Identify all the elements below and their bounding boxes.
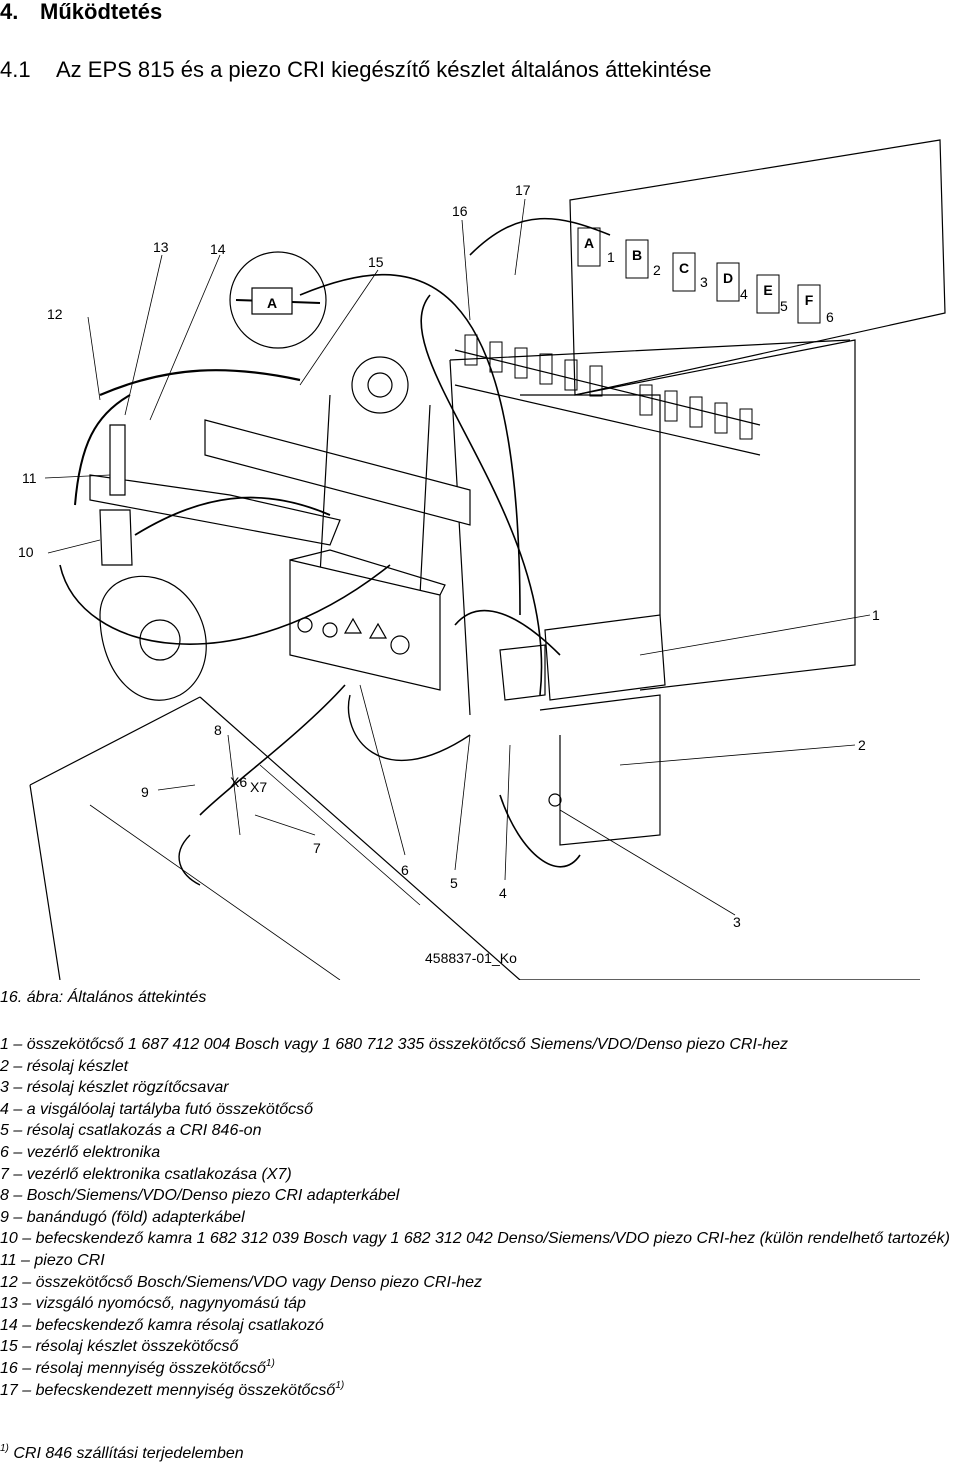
footnote: 1) CRI 846 szállítási terjedelemben — [0, 1443, 244, 1463]
legend-item: 13 – vizsgáló nyomócső, nagynyomású táp — [0, 1295, 306, 1313]
slot-number-4: 4 — [740, 286, 748, 302]
callout-10: 10 — [18, 544, 34, 560]
section-heading: 4. Működtetés — [0, 0, 162, 24]
callout-1: 1 — [872, 607, 880, 623]
slot-labels: A B C D E F 1 2 3 4 5 6 — [584, 235, 834, 325]
legend-item: 14 – befecskendező kamra résolaj csatlak… — [0, 1316, 324, 1334]
callout-17: 17 — [515, 182, 531, 198]
slot-number-2: 2 — [653, 262, 661, 278]
callout-11: 11 — [22, 470, 37, 486]
legend-item: 10 – befecskendező kamra 1 682 312 039 B… — [0, 1230, 950, 1248]
connector-x6-label: X6 — [230, 774, 247, 790]
connector-x7-label: X7 — [250, 779, 267, 795]
callout-16: 16 — [452, 203, 468, 219]
slot-number-6: 6 — [826, 309, 834, 325]
slot-label-c: C — [679, 260, 689, 276]
callout-4: 4 — [499, 885, 507, 901]
callout-14: 14 — [210, 241, 226, 257]
figure-caption: 16. ábra: Általános áttekintés — [0, 989, 207, 1006]
legend-item: 6 – vezérlő elektronika — [0, 1143, 161, 1161]
callout-15: 15 — [368, 254, 384, 270]
legend-item: 4 – a visgálóolaj tartályba futó összekö… — [0, 1100, 314, 1118]
callout-8: 8 — [214, 722, 222, 738]
callout-13: 13 — [153, 239, 169, 255]
legend-item: 9 – banándugó (föld) adapterkábel — [0, 1208, 245, 1226]
legend-item: 7 – vezérlő elektronika csatlakozása (X7… — [0, 1165, 292, 1183]
section-number: 4. — [0, 0, 19, 24]
subsection-heading: 4.1 Az EPS 815 és a piezo CRI kiegészítő … — [0, 58, 711, 82]
legend-item: 16 – résolaj mennyiség összekötőcső1) — [0, 1357, 275, 1377]
slot-label-a: A — [584, 235, 594, 251]
subsection-title: Az EPS 815 és a piezo CRI kiegészítő kés… — [56, 57, 712, 82]
callout-numbers: 1 2 3 4 5 6 7 8 9 10 11 12 13 14 15 16 1… — [18, 182, 880, 930]
legend-item: 3 – résolaj készlet rögzítőcsavar — [0, 1079, 229, 1097]
legend-item: 11 – piezo CRI — [0, 1251, 105, 1269]
footnote-mark: 1) — [335, 1379, 345, 1391]
callout-6: 6 — [401, 862, 409, 878]
overview-drawing: A A B C D E F 1 2 3 4 5 6 X6 X7 458837-0… — [18, 139, 946, 980]
legend-item: 17 – befecskendezett mennyiség összekötő… — [0, 1379, 345, 1399]
callout-5: 5 — [450, 875, 458, 891]
footnote-text: CRI 846 szállítási terjedelemben — [8, 1445, 244, 1462]
legend-item: 15 – résolaj készlet összekötőcső — [0, 1338, 239, 1356]
footnote-mark: 1) — [0, 1443, 9, 1454]
callout-12: 12 — [47, 306, 63, 322]
legend-item: 1 – összekötőcső 1 687 412 004 Bosch vag… — [0, 1036, 789, 1053]
slot-label-e: E — [763, 282, 772, 298]
slot-number-1: 1 — [607, 249, 615, 265]
legend-item: 8 – Bosch/Siemens/VDO/Denso piezo CRI ad… — [0, 1187, 400, 1205]
legend-list: 1 – összekötőcső 1 687 412 004 Bosch vag… — [0, 1034, 960, 1401]
slot-label-f: F — [805, 292, 814, 308]
drawing-linework — [29, 139, 946, 980]
slot-number-3: 3 — [700, 274, 708, 290]
subsection-number: 4.1 — [0, 57, 31, 82]
legend-item: 5 – résolaj csatlakozás a CRI 846-on — [0, 1122, 262, 1140]
tag-label: A — [267, 295, 277, 311]
footnote-mark: 1) — [265, 1357, 275, 1369]
callout-3: 3 — [733, 914, 741, 930]
callout-9: 9 — [141, 784, 149, 800]
legend-item: 2 – résolaj készlet — [0, 1057, 129, 1075]
slot-number-5: 5 — [780, 298, 788, 314]
legend-item: 12 – összekötőcső Bosch/Siemens/VDO vagy… — [0, 1273, 483, 1291]
callout-7: 7 — [313, 840, 321, 856]
drawing-id: 458837-01_Ko — [425, 950, 517, 966]
slot-label-d: D — [723, 270, 733, 286]
slot-label-b: B — [632, 247, 642, 263]
section-title: Működtetés — [40, 0, 163, 24]
drawing-tag-a: A — [267, 295, 277, 311]
callout-2: 2 — [858, 737, 866, 753]
